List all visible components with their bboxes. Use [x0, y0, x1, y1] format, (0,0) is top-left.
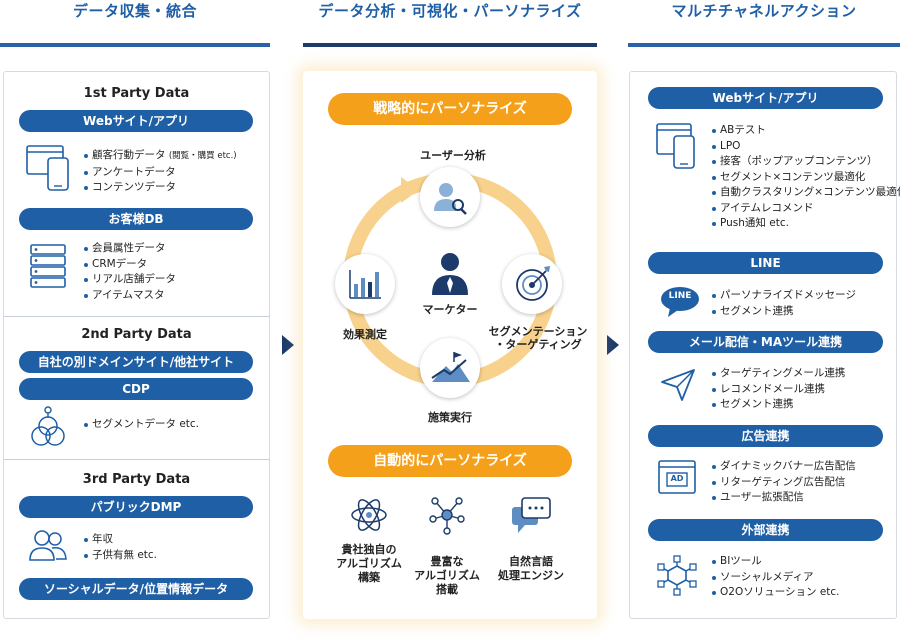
atom-icon	[349, 495, 389, 535]
auto-item-nlp-engine: 自然言語 処理エンジン	[498, 555, 564, 582]
list-item: BIツール	[712, 554, 840, 570]
users-icon	[28, 528, 68, 562]
list-item: ソーシャルメディア	[712, 570, 840, 586]
third-party-title: 3rd Party Data	[82, 472, 191, 487]
list-item: パーソナライズドメッセージ	[712, 288, 856, 304]
right-column-rule	[628, 43, 900, 47]
center-column-title: データ分析・可視化・パーソナライズ	[318, 2, 582, 20]
center-column-rule	[303, 43, 597, 47]
second-party-title: 2nd Party Data	[81, 327, 192, 342]
user-analysis-node	[420, 167, 480, 227]
strategic-personalize-pill: 戦略的にパーソナライズ	[328, 93, 572, 125]
list-item: 顧客行動データ (閲覧・購買 etc.)	[84, 148, 237, 165]
data-collection-panel: 1st Party Data Webサイト/アプリ 顧客行動データ (閲覧・購買…	[3, 71, 270, 619]
list-item: レコメンドメール連携	[712, 382, 845, 398]
right-web-app-pill: Webサイト/アプリ	[648, 87, 883, 109]
list-item: アイテムマスタ	[84, 288, 176, 304]
user-search-icon	[434, 183, 467, 215]
line-badge-text: LINE	[668, 291, 692, 301]
list-item: ABテスト	[712, 123, 900, 139]
web-data-list: 顧客行動データ (閲覧・購買 etc.) アンケートデータ コンテンツデータ	[84, 148, 237, 196]
cycle-label-effect-measure: 効果測定	[343, 328, 387, 341]
other-domain-pill: 自社の別ドメインサイト/他社サイト	[19, 351, 253, 373]
line-app-icon: LINE	[660, 286, 700, 318]
list-item: 子供有無 etc.	[84, 548, 157, 564]
mail-ma-pill: メール配信・MAツール連携	[648, 331, 883, 353]
mail-action-list: ターゲティングメール連携 レコメンドメール連携 セグメント連携	[712, 366, 845, 413]
bar-chart-icon	[349, 270, 381, 299]
section-divider	[4, 459, 269, 460]
list-item: 接客（ポップアップコンテンツ）	[712, 154, 900, 170]
line-pill: LINE	[648, 252, 883, 274]
ad-window-icon: AD	[658, 460, 696, 494]
list-item: コンテンツデータ	[84, 180, 237, 196]
effect-measure-node	[335, 254, 395, 314]
list-item: アンケートデータ	[84, 165, 237, 181]
social-location-pill: ソーシャルデータ/位置情報データ	[19, 578, 253, 600]
auto-item-custom-algorithm: 貴社独自の アルゴリズム 構築	[336, 543, 402, 584]
target-icon	[516, 266, 550, 301]
segmentation-node	[502, 254, 562, 314]
database-server-icon	[30, 244, 66, 288]
first-party-title: 1st Party Data	[83, 86, 190, 101]
left-column-rule	[0, 43, 270, 47]
analysis-panel: 戦略的にパーソナライズ ユーザー分析 効果測定 マーケター	[303, 71, 597, 619]
list-item: セグメント連携	[712, 304, 856, 320]
ad-badge-text: AD	[670, 474, 684, 483]
line-action-list: パーソナライズドメッセージ セグメント連携	[712, 288, 856, 319]
list-item: リターゲティング広告配信	[712, 475, 856, 491]
marketer-icon	[427, 249, 473, 295]
list-item: セグメント×コンテンツ最適化	[712, 170, 900, 186]
external-action-list: BIツール ソーシャルメディア O2Oソリューション etc.	[712, 554, 840, 601]
list-item: セグメント連携	[712, 397, 845, 413]
growth-mountain-icon	[431, 352, 470, 382]
devices-icon	[26, 144, 76, 192]
cycle-label-user-analysis: ユーザー分析	[420, 149, 486, 162]
list-item: 会員属性データ	[84, 241, 176, 257]
integration-hub-icon	[656, 554, 698, 596]
ad-pill: 広告連携	[648, 425, 883, 447]
list-item: O2Oソリューション etc.	[712, 585, 840, 601]
web-app-pill: Webサイト/アプリ	[19, 110, 253, 132]
list-item: 自動クラスタリング×コンテンツ最適化	[712, 185, 900, 201]
cdp-pill: CDP	[19, 378, 253, 400]
ad-action-list: ダイナミックバナー広告配信 リターゲティング広告配信 ユーザー拡張配信	[712, 459, 856, 506]
customer-db-list: 会員属性データ CRMデータ リアル店舗データ アイテムマスタ	[84, 241, 176, 303]
cycle-label-marketer: マーケター	[422, 303, 478, 316]
multichannel-panel: Webサイト/アプリ ABテスト LPO 接客（ポップアップコンテンツ） セグメ…	[629, 71, 900, 619]
list-item: ダイナミックバナー広告配信	[712, 459, 856, 475]
list-item: ターゲティングメール連携	[712, 366, 845, 382]
list-item: LPO	[712, 139, 900, 155]
web-action-list: ABテスト LPO 接客（ポップアップコンテンツ） セグメント×コンテンツ最適化…	[712, 123, 900, 232]
section-divider	[4, 316, 269, 317]
cycle-label-execution: 施策実行	[428, 411, 472, 424]
cycle-label-segmentation: セグメンテーション ・ターゲティング	[488, 325, 588, 351]
flow-arrow-right-icon	[607, 335, 619, 355]
public-dmp-list: 年収 子供有無 etc.	[84, 532, 157, 563]
segment-venn-icon	[28, 406, 68, 448]
chat-bubbles-icon	[510, 495, 552, 535]
list-item: Push通知 etc.	[712, 216, 900, 232]
cdp-data-list: セグメントデータ etc.	[84, 417, 199, 433]
list-item: ユーザー拡張配信	[712, 490, 856, 506]
list-item: CRMデータ	[84, 257, 176, 273]
external-integration-pill: 外部連携	[648, 519, 883, 541]
list-item: リアル店舗データ	[84, 272, 176, 288]
flow-arrow-right-icon	[282, 335, 294, 355]
list-item: セグメントデータ etc.	[84, 417, 199, 433]
left-column-title: データ収集・統合	[72, 2, 197, 20]
devices-icon	[656, 122, 700, 170]
paper-plane-icon	[660, 368, 696, 402]
auto-item-rich-algorithm: 豊富な アルゴリズム 搭載	[414, 555, 480, 596]
list-item: 年収	[84, 532, 157, 548]
network-nodes-icon	[427, 495, 467, 535]
customer-db-pill: お客様DB	[19, 208, 253, 230]
auto-personalize-pill: 自動的にパーソナライズ	[328, 445, 572, 477]
public-dmp-pill: パブリックDMP	[19, 496, 253, 518]
execution-node	[420, 338, 480, 398]
list-item: アイテムレコメンド	[712, 201, 900, 217]
right-column-title: マルチチャネルアクション	[671, 2, 857, 20]
